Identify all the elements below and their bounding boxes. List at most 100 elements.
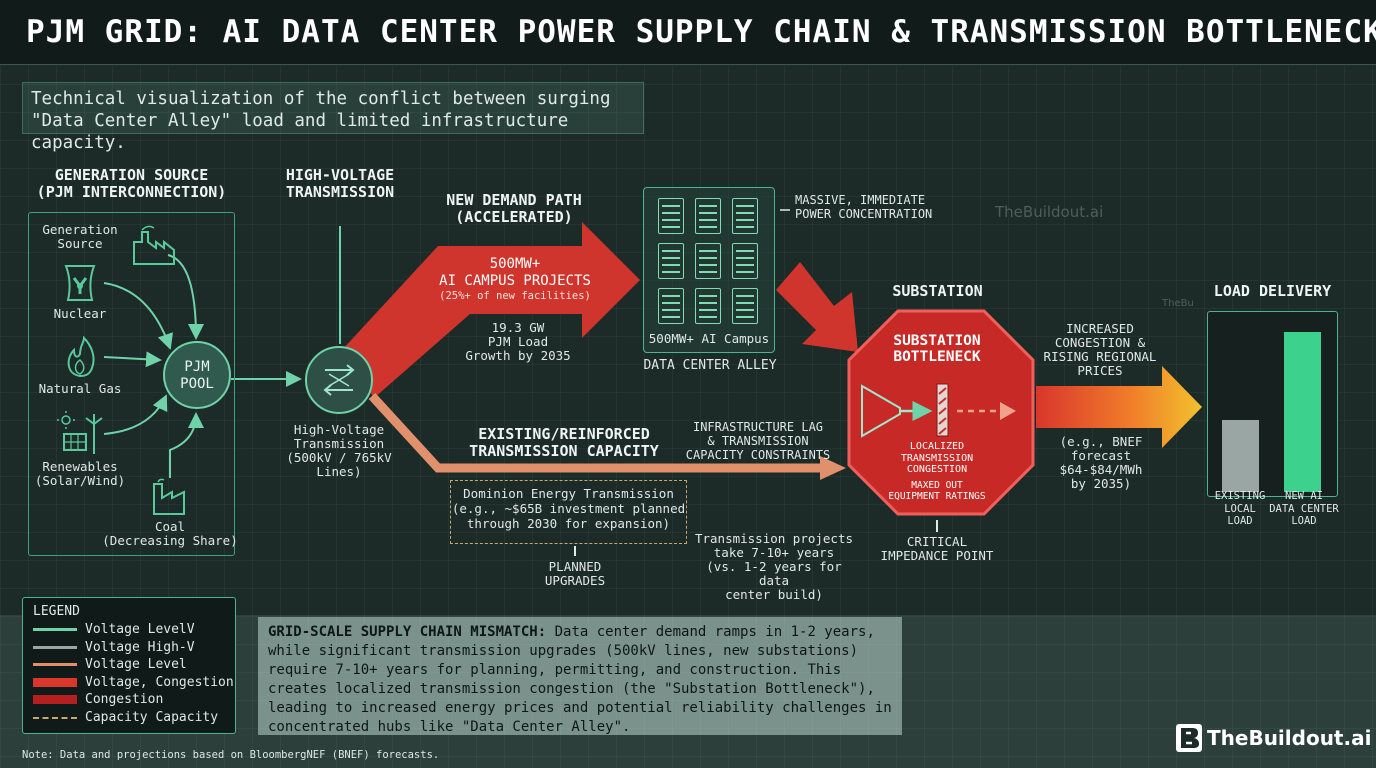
planned-line-1: PLANNED <box>548 559 602 574</box>
ai-campus-arrow-title: 500MW+ AI CAMPUS PROJECTS <box>430 256 600 290</box>
lag-line-1: INFRASTRUCTURE LAG <box>692 420 824 434</box>
pool-line-2: POOL <box>180 376 214 392</box>
planned-upgrades-label: PLANNED UPGRADES <box>525 560 625 588</box>
existing-load-line-3: LOAD <box>1227 515 1253 527</box>
detail-line-2: TRANSMISSION <box>900 452 974 464</box>
lag-line-3: CAPACITY CONSTRAINTS <box>685 448 831 462</box>
legend-label: Voltage High-V <box>85 640 195 655</box>
generation-connectors <box>103 226 341 478</box>
flame-icon <box>67 336 95 378</box>
legend-label: Voltage, Congestion <box>85 675 234 690</box>
legend-item: Voltage LevelV <box>33 622 195 637</box>
brand-name: TheBuildout.ai <box>1207 726 1372 750</box>
mismatch-heading: GRID-SCALE SUPPLY CHAIN MISMATCH: <box>268 624 547 640</box>
impedance-label: CRITICAL IMPEDANCE POINT <box>870 535 1004 563</box>
new-demand-heading: NEW DEMAND PATH (ACCELERATED) <box>424 192 604 226</box>
legend-item: Voltage High-V <box>33 640 195 655</box>
impedance-line-2: IMPEDANCE POINT <box>880 548 994 563</box>
dominion-line-1: Dominion Energy Transmission <box>463 486 674 501</box>
subtitle-line-1: Technical visualization of the conflict … <box>31 89 611 109</box>
natural-gas-label: Natural Gas <box>38 381 122 396</box>
dca-to-substation-arrow <box>776 262 858 352</box>
dominion-line-2: (e.g., ~$65B investment planned <box>451 501 686 516</box>
substation-detail: LOCALIZED TRANSMISSION CONGESTION <box>866 441 1008 476</box>
transmission-node-label: High-Voltage Transmission (500kV / 765kV… <box>260 423 418 479</box>
brand-logo-icon <box>1176 724 1202 752</box>
legend-label: Capacity Capacity <box>85 710 219 725</box>
data-center-box: 500MW+ AI Campus <box>643 187 775 353</box>
generation-heading: GENERATION SOURCE (PJM INTERCONNECTION) <box>28 167 235 201</box>
existing-line-2: TRANSMISSION CAPACITY <box>469 442 659 460</box>
hv-line-1: High-Voltage <box>293 422 385 437</box>
congestion-arrow <box>1036 366 1202 448</box>
load-delivery-box <box>1207 311 1338 497</box>
watermark: TheBuildout.ai <box>995 203 1104 221</box>
forecast-line-4: by 2035) <box>1070 476 1132 491</box>
congestion-label: INCREASED CONGESTION & RISING REGIONAL P… <box>1032 322 1168 378</box>
existing-capacity-heading: EXISTING/REINFORCED TRANSMISSION CAPACIT… <box>450 426 678 460</box>
server-rack-icon <box>658 243 684 279</box>
new-ai-load-line-3: LOAD <box>1291 515 1317 527</box>
growth-line-2: PJM Load <box>487 334 549 349</box>
subtitle-box: Technical visualization of the conflict … <box>22 82 644 153</box>
generation-source-label: Generation Source <box>36 223 124 251</box>
legend-label: Voltage Level <box>85 657 187 672</box>
legend-swatch <box>33 663 77 666</box>
dominion-line-3: through 2030 for expansion) <box>466 516 671 531</box>
existing-line-1: EXISTING/REINFORCED <box>478 425 650 443</box>
timeline-line-4: center build) <box>725 587 823 602</box>
new-ai-load-line-2: DATA CENTER <box>1269 502 1339 515</box>
existing-load-line-2: LOCAL <box>1224 502 1256 515</box>
generation-heading-line-1: GENERATION SOURCE <box>54 166 209 184</box>
maxed-out-label: MAXED OUT EQUIPMENT RATINGS <box>866 480 1008 502</box>
load-growth-label: 19.3 GW PJM Load Growth by 2035 <box>448 321 588 363</box>
legend-item: Congestion <box>33 692 163 707</box>
growth-line-3: Growth by 2035 <box>465 348 571 363</box>
renewables-line-1: Renewables <box>42 459 118 474</box>
timeline-line-2: take 7-10+ years <box>713 545 835 560</box>
substation-title-line-1: SUBSTATION <box>893 333 981 349</box>
infrastructure-lag-label: INFRASTRUCTURE LAG & TRANSMISSION CAPACI… <box>672 420 844 462</box>
existing-capacity-path <box>368 392 822 473</box>
gen-source-line-2: Source <box>57 236 103 251</box>
timeline-line-1: Transmission projects <box>694 531 854 546</box>
mismatch-text: Data center demand ramps in 1-2 years, w… <box>268 624 892 735</box>
new-ai-load-label: NEW AI DATA CENTER LOAD <box>1264 490 1344 528</box>
transformer-icon <box>323 364 355 396</box>
nuclear-label: Nuclear <box>53 306 107 321</box>
legend-item: Voltage Level <box>33 657 187 672</box>
transmission-heading-line-2: TRANSMISSION <box>285 183 395 201</box>
legend: LEGEND Voltage LevelV Voltage High-V Vol… <box>22 597 236 734</box>
dominion-box: Dominion Energy Transmission (e.g., ~$65… <box>450 480 687 544</box>
existing-load-line-1: EXISTING <box>1214 490 1266 502</box>
subtitle-line-2: "Data Center Alley" load and limited inf… <box>31 111 569 153</box>
page-title: PJM GRID: AI DATA CENTER POWER SUPPLY CH… <box>26 14 1376 50</box>
detail-line-3: CONGESTION <box>906 464 968 475</box>
nuclear-icon <box>64 265 96 301</box>
title-bar <box>0 0 1376 65</box>
legend-item: Capacity Capacity <box>33 710 218 725</box>
timeline-line-3: (vs. 1-2 years for data <box>706 559 842 588</box>
new-ai-load-bar <box>1284 332 1321 492</box>
impedance-line-1: CRITICAL <box>906 534 968 549</box>
load-delivery-heading: LOAD DELIVERY <box>1213 282 1332 300</box>
forecast-label: (e.g., BNEF forecast $64-$84/MWh by 2035… <box>1048 435 1154 491</box>
timeline-label: Transmission projects take 7-10+ years (… <box>688 532 860 602</box>
new-ai-load-line-1: NEW AI <box>1285 490 1323 502</box>
factory-icon <box>133 225 175 265</box>
substation-title: SUBSTATION BOTTLENECK <box>866 333 1008 365</box>
callout-line-1: MASSIVE, IMMEDIATE <box>795 193 926 207</box>
coal-plant-icon <box>153 478 185 515</box>
legend-swatch <box>33 678 77 687</box>
server-rack-icon <box>732 243 758 279</box>
forecast-line-3: $64-$84/MWh <box>1059 462 1143 477</box>
server-rack-icon <box>658 288 684 324</box>
congestion-line-2: CONGESTION & <box>1054 335 1146 350</box>
substation-title-line-2: BOTTLENECK <box>893 349 981 365</box>
server-rack-icon <box>732 198 758 234</box>
lag-line-2: & TRANSMISSION <box>707 434 809 448</box>
existing-load-bar <box>1222 420 1259 492</box>
ai-campus-arrow-sub: (25%+ of new facilities) <box>439 290 591 302</box>
hv-line-2: Transmission <box>293 436 385 451</box>
server-rack-icon <box>658 198 684 234</box>
